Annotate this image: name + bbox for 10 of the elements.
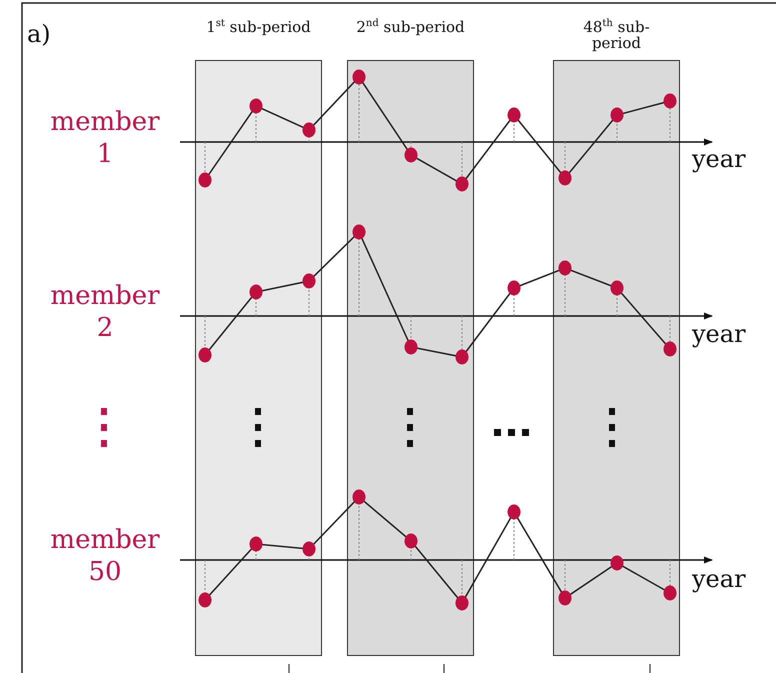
member-label: member 1 <box>49 106 161 170</box>
member-label: member 50 <box>49 524 161 588</box>
axis-label: year <box>692 564 746 595</box>
panel-letter: a) <box>27 19 51 50</box>
axis-label: year <box>692 144 746 175</box>
member-label: member 2 <box>49 280 161 344</box>
period-heading: 48$^{th}$ sub-period <box>582 17 651 51</box>
axis-label: year <box>692 319 746 350</box>
period-heading: 2$^{nd}$ sub-period <box>356 17 466 35</box>
period-heading: 1$^{st}$ sub-period <box>205 17 312 35</box>
